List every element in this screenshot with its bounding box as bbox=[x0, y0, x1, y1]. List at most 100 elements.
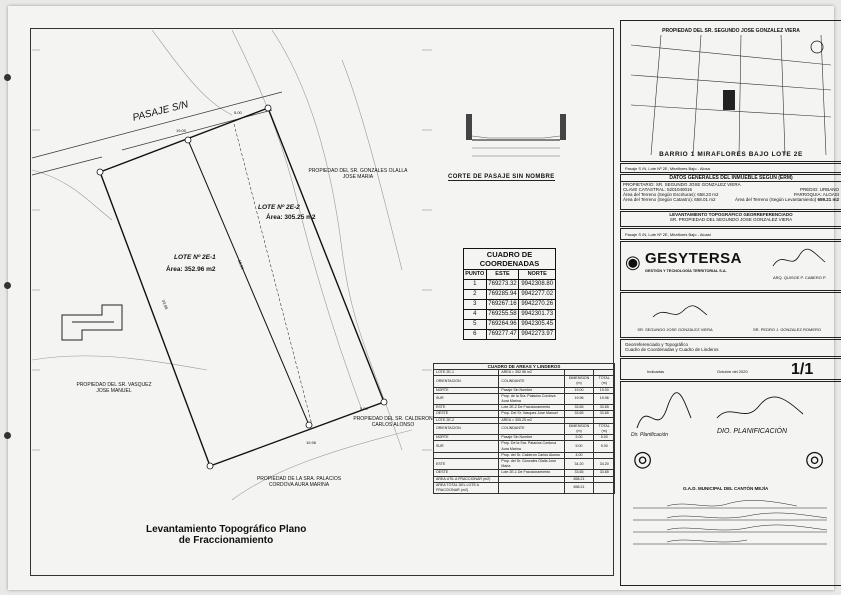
location-line-2: Pasaje S /N, Lote Nº 2E, Miraflores Bajo… bbox=[620, 228, 841, 240]
area-measured-field: Área del Terreno (Según Catastro): 658.0… bbox=[623, 197, 716, 202]
areas-cell: 9.00 bbox=[593, 440, 615, 453]
predio-field: PREDIO: URBANO bbox=[799, 187, 839, 192]
coord-cell: 3 bbox=[463, 299, 487, 310]
areas-cell: 33.65 bbox=[593, 410, 615, 418]
owner-signature bbox=[652, 305, 708, 318]
content-label: Georreferenciado y Topográfico bbox=[625, 342, 688, 347]
lot-b-area: Área: 305.25 m2 bbox=[266, 214, 316, 221]
area-survey-label: Área del Terreno (Según Levantamiento) bbox=[734, 197, 817, 202]
areas-cell: Pasaje Sin Nombre bbox=[498, 434, 565, 442]
survey-heading: LEVANTAMIENTO TOPOGRÁFICO GEORREFERENCIA… bbox=[620, 211, 841, 227]
punch-hole bbox=[4, 432, 11, 439]
approval-block: DIO. PLANIFICACIÓN Dir. Planificación ◎ … bbox=[620, 381, 841, 586]
street-section-drawing bbox=[466, 114, 566, 157]
approval-signatures bbox=[636, 392, 804, 429]
areas-cell: 34.20 bbox=[593, 458, 615, 471]
general-title: DATOS GENERALES DEL INMUEBLE SEGUN (ERM) bbox=[621, 175, 841, 182]
area-survey-value: 659.21 m2 bbox=[817, 197, 839, 202]
architect-name: ARQ. QUISOE P. CABERO P. bbox=[773, 275, 827, 280]
areas-cell: ESTE bbox=[432, 458, 500, 471]
coord-cell: 769255.58 bbox=[485, 309, 520, 320]
coord-cell: 9942270.26 bbox=[518, 299, 556, 310]
areas-cell: Pasaje Sin Nombre bbox=[498, 386, 565, 394]
areas-cell: DIMENSION (m) bbox=[563, 422, 595, 436]
sign-left-name: SR. SEGUNDO JOSE GONZALEZ VIERA bbox=[637, 327, 713, 332]
areas-cell: COLINDANTE bbox=[498, 422, 565, 436]
lot-a-area: Área: 352.96 m2 bbox=[166, 266, 216, 273]
signature-block: SR. SEGUNDO JOSE GONZALEZ VIERA SR. PEDR… bbox=[620, 292, 841, 338]
survey-symbol bbox=[61, 304, 123, 341]
areas-cell: Lote 2E-2 De Fraccionamiento bbox=[498, 404, 565, 412]
areas-cell: AREA TOTAL DEL LOTE A FRACCIONAR (m2) bbox=[432, 481, 500, 495]
coord-cell: 4 bbox=[463, 309, 487, 320]
approval-handwriting bbox=[633, 500, 828, 545]
plan-sheet: PASAJE S/N LOTE Nº 2E-2 Área: 305.25 m2 … bbox=[4, 6, 841, 590]
areas-cell: 33.65 bbox=[563, 404, 595, 412]
areas-cell: AREA UTIL A FRACCIONAR (m2) bbox=[432, 475, 500, 483]
areas-cell: 5.00 bbox=[593, 434, 615, 442]
dimension-label: 5.00 bbox=[360, 406, 368, 411]
coord-cell: 9942308.80 bbox=[518, 279, 556, 290]
areas-cell: ORIENTACION bbox=[432, 375, 500, 388]
areas-cell bbox=[498, 481, 565, 495]
coord-cell: 9942305.45 bbox=[518, 319, 556, 330]
owner-left: PROPIEDAD DEL SR. VASQUEZ JOSE MANUEL bbox=[76, 382, 152, 394]
stamp-icon: ◎ bbox=[633, 446, 653, 471]
areas-cell: 19.96 bbox=[593, 392, 615, 406]
areas-cell: COLINDANTE bbox=[498, 375, 565, 388]
areas-title: CUADRO DE AREAS Y LINDEROS bbox=[433, 363, 615, 369]
dimension-label: 19.00 bbox=[176, 128, 187, 133]
areas-cell: OESTE bbox=[432, 410, 500, 418]
content-subtitle: Cuadro de Coordenadas y Cuadro de Linder… bbox=[625, 347, 719, 352]
owner-right: PROPIEDAD DEL SR. CALDERON CARLOS ALONSO bbox=[353, 416, 433, 428]
title-block: PROPIEDAD DEL SR. SEGUNDO JOSE GONZALEZ … bbox=[620, 20, 841, 588]
sign-note: Dir. Planificación bbox=[631, 432, 669, 438]
areas-cell: ESTE bbox=[432, 404, 500, 412]
coordinates-title: CUADRO DE COORDENADAS bbox=[463, 248, 556, 269]
coord-cell: 9942301.73 bbox=[518, 309, 556, 320]
areas-cell: Lote 2E-1 De Fraccionamiento bbox=[498, 469, 565, 477]
owner-field: PROPIETARIO: SR. SEGUNDO JOSE GONZALEZ V… bbox=[623, 182, 741, 187]
areas-cell: 33.65 bbox=[593, 469, 615, 477]
general-data: DATOS GENERALES DEL INMUEBLE SEGUN (ERM)… bbox=[620, 174, 841, 210]
punch-hole bbox=[4, 74, 11, 81]
sign-right-name: SR. PEDRO J. GONZALEZ ROMERO bbox=[752, 327, 821, 332]
areas-cell: SUR bbox=[432, 440, 500, 453]
map-title: PROPIEDAD DEL SR. SEGUNDO JOSE GONZALEZ … bbox=[662, 28, 800, 34]
stamp-icon: ◎ bbox=[805, 446, 825, 471]
coord-header: PUNTO bbox=[463, 269, 487, 280]
areas-cell: TOTAL (m) bbox=[593, 422, 615, 436]
company-name: GESYTERSA bbox=[645, 250, 743, 267]
areas-cell: AREA = 352.96 m2 bbox=[498, 368, 565, 377]
areas-cell: Prop. del Sr. Calderon Carlos Alonso bbox=[498, 451, 565, 460]
coord-header: NORTE bbox=[518, 269, 556, 280]
coord-header: ESTE bbox=[485, 269, 520, 280]
areas-cell: 5.00 bbox=[563, 440, 595, 453]
drawing-title-line1: Levantamiento Topográfico Plano bbox=[146, 524, 307, 535]
content-block: Georreferenciado y Topográfico Cuadro de… bbox=[620, 339, 841, 357]
areas-cell: 5.00 bbox=[563, 434, 595, 442]
scale-value: Indicadas bbox=[647, 369, 665, 374]
coord-cell: 769273.32 bbox=[485, 279, 520, 290]
areas-cell: Prop. De la Sra. Palacios Cordova Aura M… bbox=[498, 440, 565, 453]
date-value: Octubre del 2020 bbox=[717, 369, 748, 374]
areas-cell: 19.96 bbox=[563, 392, 595, 406]
coord-cell: 2 bbox=[463, 289, 487, 300]
coord-cell: 9942273.97 bbox=[518, 329, 556, 340]
map-sector: BARRIO 1 MIRAFLORES BAJO LOTE 2E bbox=[659, 151, 803, 158]
areas-cell: 19.00 bbox=[563, 386, 595, 394]
lot-a-name: LOTE Nº 2E-1 bbox=[174, 254, 216, 261]
company-logo-icon: ◉ bbox=[625, 252, 641, 272]
areas-cell: 33.65 bbox=[563, 469, 595, 477]
